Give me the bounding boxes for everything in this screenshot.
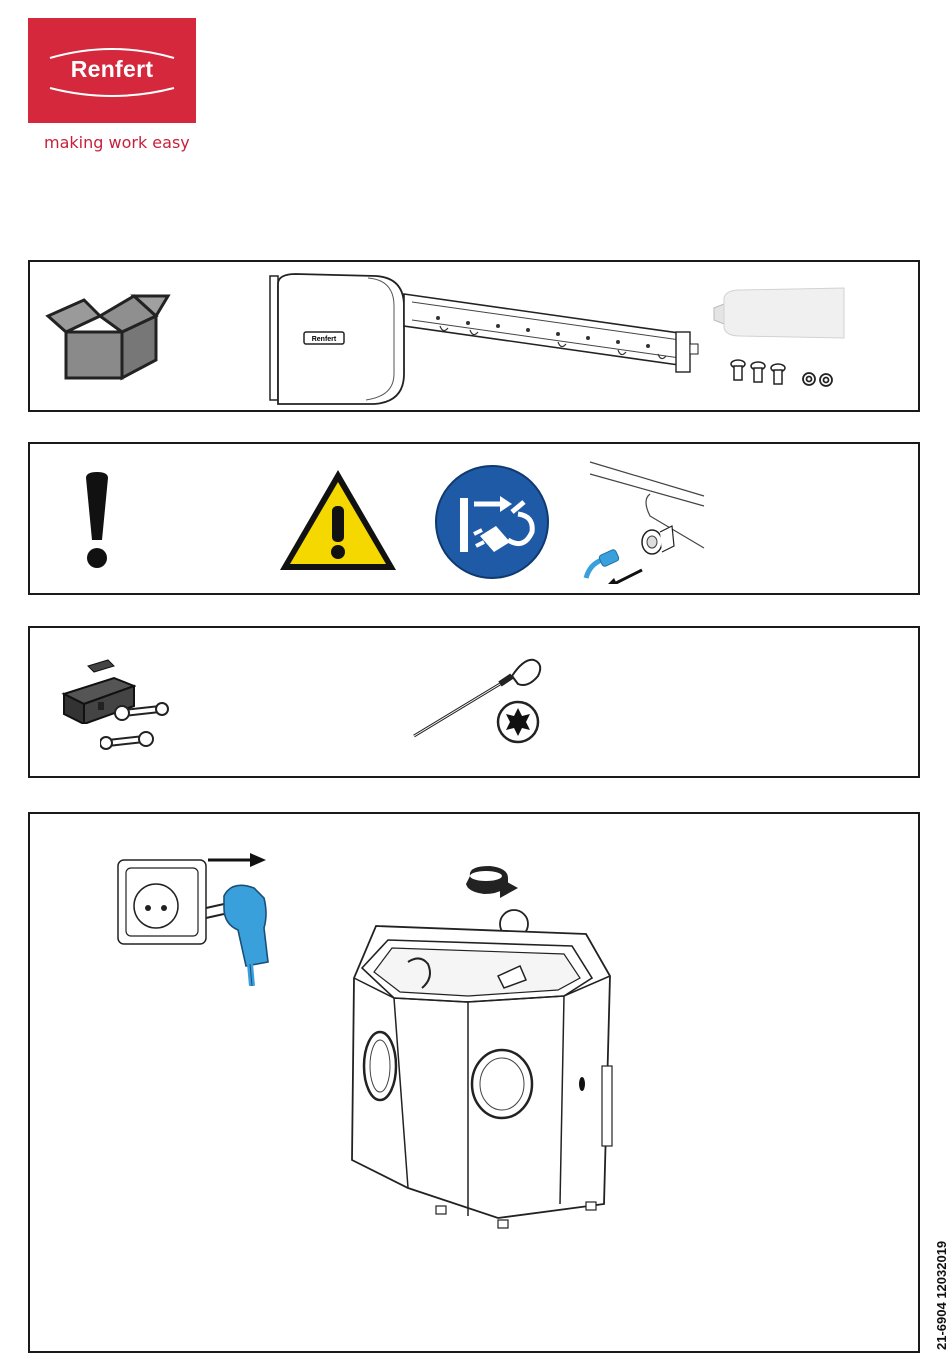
grease-tube: [710, 286, 850, 342]
compressed-air-disconnect-illustration: [580, 460, 710, 584]
sandblaster-nozzle-assembly: Renfert: [266, 266, 706, 406]
unplug-arrow-icon: [206, 852, 270, 868]
warnings-panel: [28, 442, 920, 595]
torx-bit-icon: [496, 700, 540, 744]
open-box-icon: [44, 290, 174, 382]
document-number: 21-6904 12032019: [934, 1241, 949, 1350]
exclamation-icon: [82, 470, 112, 570]
nuts: [800, 368, 836, 390]
warning-triangle-icon: [278, 468, 398, 572]
brand-logo: Renfert: [28, 18, 196, 123]
wrenches-icon: [100, 698, 172, 754]
step-panel: [28, 812, 920, 1353]
tools-panel: [28, 626, 920, 778]
product-label: Renfert: [312, 336, 337, 343]
brand-tagline: making work easy: [44, 133, 190, 152]
disconnect-mains-plug-icon: [434, 464, 550, 580]
rotate-arrow-icon: [464, 862, 520, 902]
power-plug-icon: [202, 868, 276, 986]
sandblaster-unit-illustration: [348, 906, 638, 1242]
screws: [726, 356, 790, 390]
scope-of-delivery-panel: Renfert: [28, 260, 920, 412]
brand-name: Renfert: [28, 56, 196, 83]
wall-socket-icon: [114, 856, 210, 948]
